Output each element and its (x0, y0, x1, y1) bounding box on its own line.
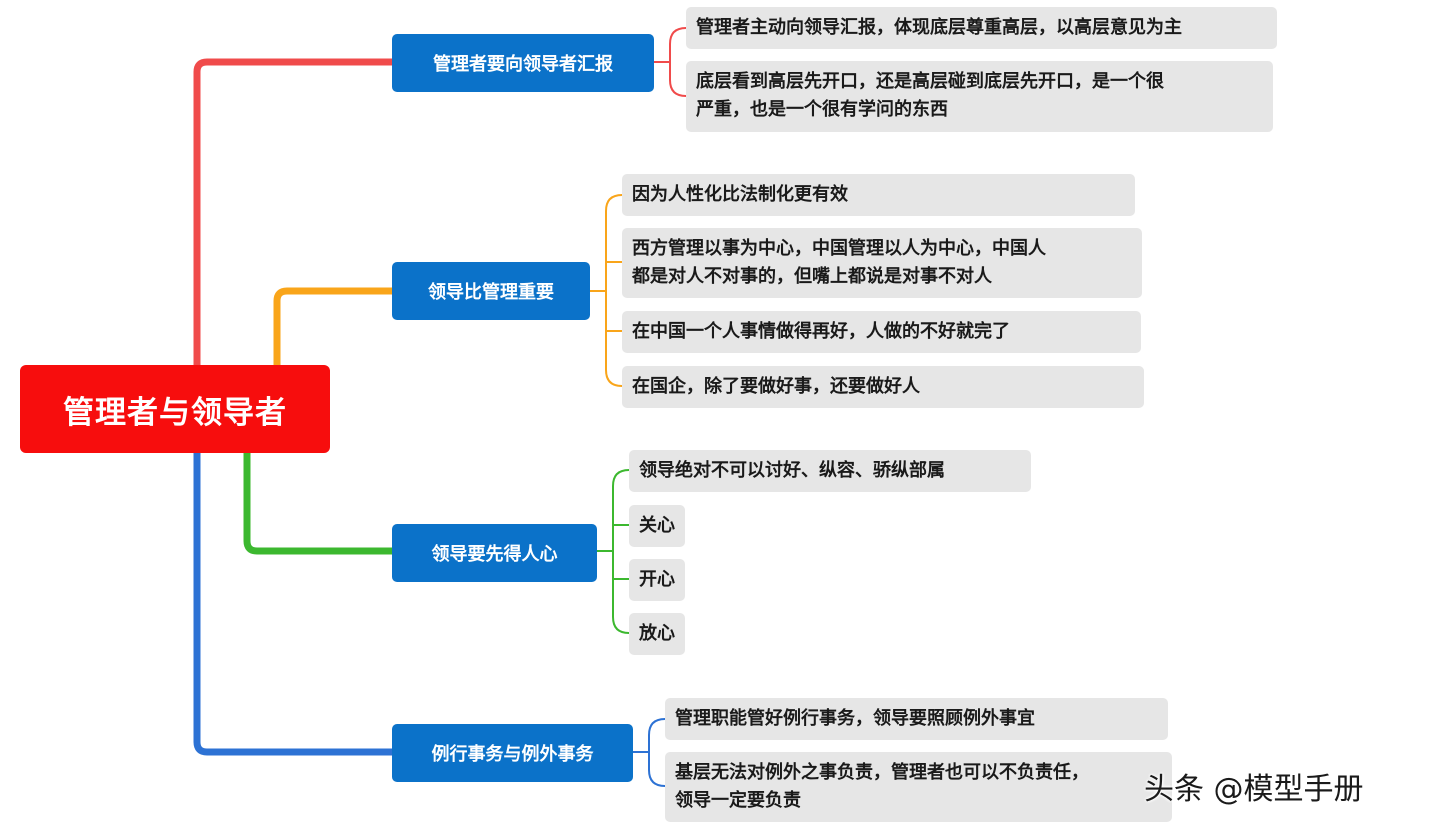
leaf-leadership-4[interactable]: 在国企，除了要做好事，还要做好人 (622, 366, 1144, 408)
branch-report[interactable]: 管理者要向领导者汇报 (392, 34, 654, 92)
branch-leadership-over-management[interactable]: 领导比管理重要 (392, 262, 590, 320)
leaf-leadership-2[interactable]: 西方管理以事为中心，中国管理以人为中心，中国人 都是对人不对事的，但嘴上都说是对… (622, 228, 1142, 298)
leaf-routine-2[interactable]: 基层无法对例外之事负责，管理者也可以不负责任， 领导一定要负责 (665, 752, 1172, 822)
branch-win-hearts[interactable]: 领导要先得人心 (392, 524, 597, 582)
connector-leaves-4 (633, 718, 666, 787)
leaf-hearts-4[interactable]: 放心 (629, 613, 685, 655)
leaf-report-2-line-2: 严重，也是一个很有学问的东西 (696, 99, 948, 120)
connector-leaves-3 (597, 469, 630, 634)
leaf-leadership-2-line-1: 西方管理以事为中心，中国管理以人为中心，中国人 (632, 238, 1046, 259)
leaf-hearts-3[interactable]: 开心 (629, 559, 685, 601)
connector-leaves-1 (654, 27, 687, 97)
connector-branch-3 (243, 453, 392, 555)
leaf-routine-2-line-1: 基层无法对例外之事负责，管理者也可以不负责任， (675, 762, 1089, 783)
branch-routine-exception[interactable]: 例行事务与例外事务 (392, 724, 633, 782)
root-topic[interactable]: 管理者与领导者 (20, 365, 330, 453)
connector-leaves-2 (590, 194, 623, 387)
connector-branch-1 (193, 58, 392, 365)
leaf-routine-2-line-2: 领导一定要负责 (675, 790, 801, 811)
leaf-report-2-line-1: 底层看到高层先开口，还是高层碰到底层先开口，是一个很 (696, 71, 1164, 92)
leaf-leadership-3[interactable]: 在中国一个人事情做得再好，人做的不好就完了 (622, 311, 1141, 353)
leaf-leadership-2-line-2: 都是对人不对事的，但嘴上都说是对事不对人 (632, 266, 992, 287)
leaf-leadership-1[interactable]: 因为人性化比法制化更有效 (622, 174, 1135, 216)
leaf-hearts-1[interactable]: 领导绝对不可以讨好、纵容、骄纵部属 (629, 450, 1031, 492)
leaf-report-1[interactable]: 管理者主动向领导汇报，体现底层尊重高层，以高层意见为主 (686, 7, 1277, 49)
connector-branch-2 (273, 287, 392, 365)
watermark: 头条 @模型手册 (1144, 772, 1364, 807)
connector-branch-4 (193, 453, 392, 756)
leaf-report-2[interactable]: 底层看到高层先开口，还是高层碰到底层先开口，是一个很 严重，也是一个很有学问的东… (686, 61, 1273, 132)
leaf-routine-1[interactable]: 管理职能管好例行事务，领导要照顾例外事宜 (665, 698, 1168, 740)
leaf-hearts-2[interactable]: 关心 (629, 505, 685, 547)
